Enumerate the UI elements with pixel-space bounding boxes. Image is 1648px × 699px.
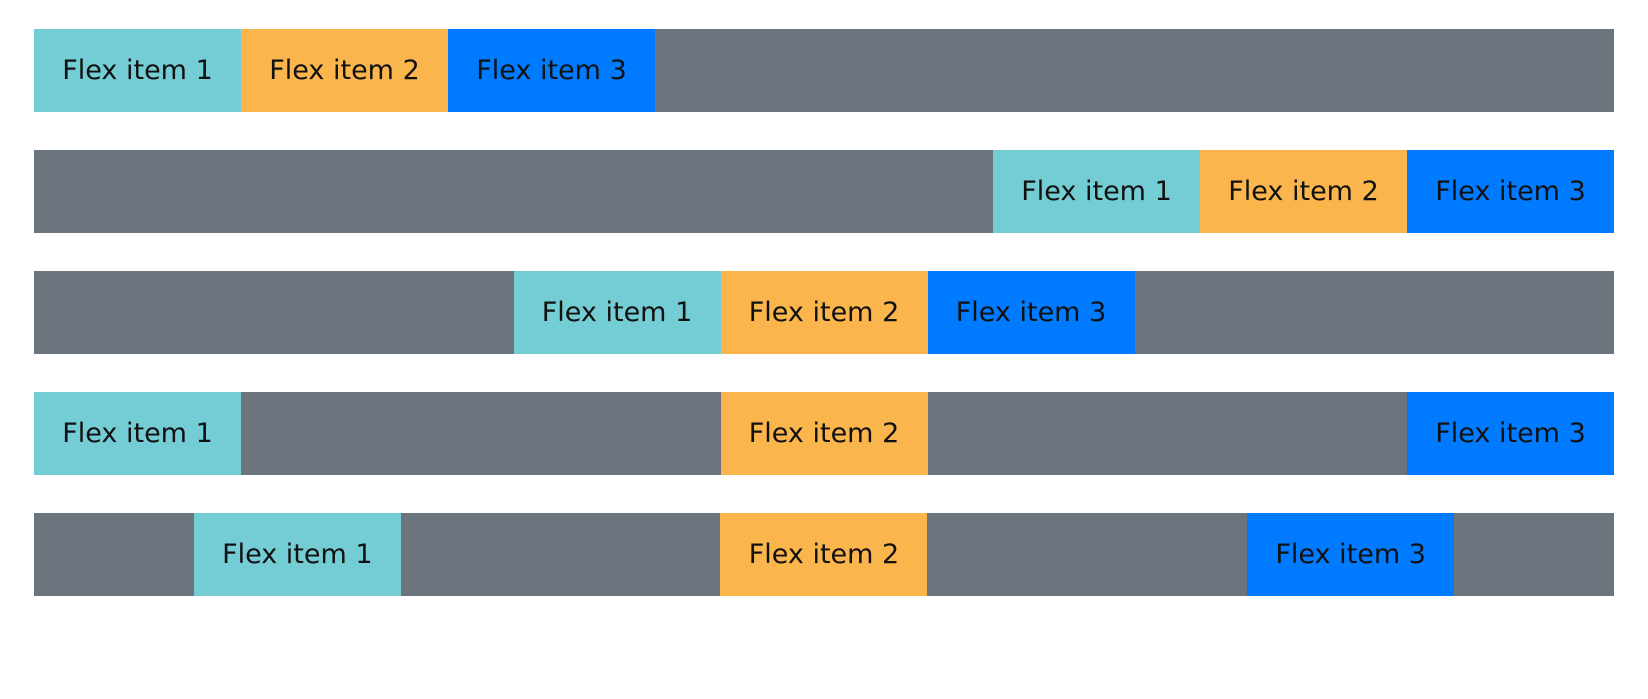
flex-item-1: Flex item 1 xyxy=(513,271,721,354)
flex-item-3: Flex item 3 xyxy=(448,29,655,112)
flex-row-end: Flex item 1 Flex item 2 Flex item 3 xyxy=(34,150,1614,233)
flex-item-3: Flex item 3 xyxy=(1407,150,1614,233)
flex-row-start: Flex item 1 Flex item 2 Flex item 3 xyxy=(34,29,1614,112)
flex-demo: Flex item 1 Flex item 2 Flex item 3 Flex… xyxy=(34,29,1614,634)
flex-row-between: Flex item 1 Flex item 2 Flex item 3 xyxy=(34,392,1614,475)
flex-item-2: Flex item 2 xyxy=(720,513,928,596)
flex-item-3: Flex item 3 xyxy=(1407,392,1614,475)
flex-item-2: Flex item 2 xyxy=(1200,150,1407,233)
flex-item-3: Flex item 3 xyxy=(927,271,1135,354)
flex-item-1: Flex item 1 xyxy=(34,29,241,112)
flex-row-center: Flex item 1 Flex item 2 Flex item 3 xyxy=(34,271,1614,354)
flex-item-1: Flex item 1 xyxy=(193,513,401,596)
flex-item-2: Flex item 2 xyxy=(241,29,448,112)
flex-item-1: Flex item 1 xyxy=(34,392,241,475)
flex-item-1: Flex item 1 xyxy=(993,150,1200,233)
flex-item-2: Flex item 2 xyxy=(720,392,928,475)
flex-row-around: Flex item 1 Flex item 2 Flex item 3 xyxy=(34,513,1614,596)
flex-item-3: Flex item 3 xyxy=(1247,513,1455,596)
flex-item-2: Flex item 2 xyxy=(720,271,928,354)
